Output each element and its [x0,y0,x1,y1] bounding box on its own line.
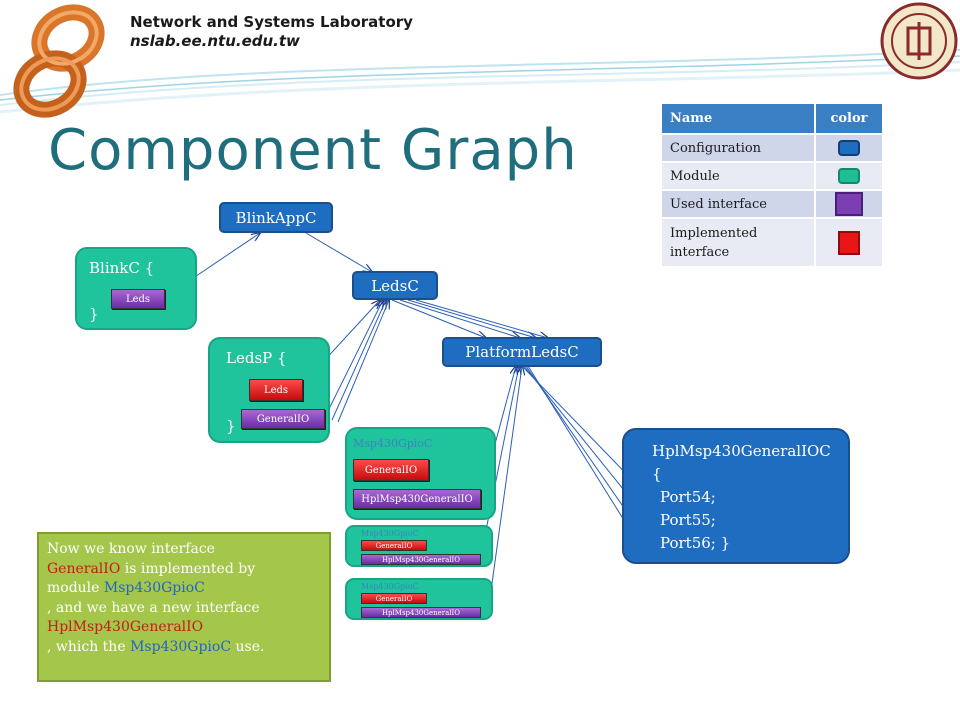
legend-label: Module [662,161,816,190]
msp430gpioc-generalio-implemented-interface[interactable]: GeneralIO [361,593,427,604]
legend-table: Name color Configuration Module Used int… [662,104,884,266]
msp430gpioc-module[interactable]: Msp430GpioC GeneralIO HplMsp430GeneralIO [345,525,493,567]
msp430gpioc-label: Msp430GpioC [361,582,419,591]
msp430gpioc-generalio-implemented-interface[interactable]: GeneralIO [353,459,429,481]
blinkappc-label: BlinkAppC [235,208,317,227]
infinity-logo-icon [13,4,105,118]
lab-url: nslab.ee.ntu.edu.tw [130,32,300,50]
ledsp-open: LedsP { [226,349,287,367]
legend-row-configuration: Configuration [662,133,884,162]
ledsp-close: } [226,417,236,435]
msp430gpioc-generalio-implemented-interface[interactable]: GeneralIO [361,540,427,551]
explanation-note: Now we know interface GeneralIO is imple… [37,532,331,682]
ledsc-configuration[interactable]: LedsC [352,271,438,300]
implemented-interface-swatch [838,230,860,255]
used-interface-swatch [835,192,863,216]
blinkc-leds-used-interface[interactable]: Leds [111,289,165,309]
msp430gpioc-hplmsp430generalio-used-interface[interactable]: HplMsp430GeneralIO [361,607,481,618]
msp430gpioc-hplmsp430generalio-used-interface[interactable]: HplMsp430GeneralIO [361,554,481,565]
msp430gpioc-hplmsp430generalio-used-interface[interactable]: HplMsp430GeneralIO [353,489,481,509]
hpl-port55: Port55; [660,511,716,529]
legend-label: Used interface [662,189,816,218]
platformledsc-configuration[interactable]: PlatformLedsC [442,337,602,367]
note-msp430gpioc: Msp430GpioC [103,580,205,596]
note-line-6-start: , which the [47,638,131,655]
note-line-6-rest: use. [231,638,265,655]
hpl-open-brace: { [652,465,662,483]
legend-label: Implemented interface [662,217,816,266]
legend-header-color: color [815,104,884,134]
note-line-4: , and we have a new interface [47,599,260,616]
ledsp-generalio-used-interface[interactable]: GeneralIO [241,409,325,429]
note-generalio: GeneralIO [47,560,121,577]
msp430gpioc-label: Msp430GpioC [361,529,419,538]
page-title: Component Graph [48,118,578,183]
university-seal-icon [880,2,958,80]
hpl-port56: Port56; } [660,534,731,552]
legend-header-name: Name [662,104,816,134]
blinkc-module[interactable]: BlinkC { } Leds [75,247,197,330]
note-msp430gpioc-2: Msp430GpioC [130,638,232,655]
note-hplmsp430generalio: HplMsp430GeneralIO [47,619,204,635]
legend-header-row: Name color [662,104,884,134]
note-line-2-rest: is implemented by [120,560,256,577]
note-line-1: Now we know interface [47,541,215,557]
msp430gpioc-module[interactable]: Msp430GpioC GeneralIO HplMsp430GeneralIO [345,427,496,520]
legend-label: Configuration [662,133,816,162]
note-line-3-start: module [47,580,104,596]
configuration-swatch [838,140,860,156]
msp430gpioc-label: Msp430GpioC [353,437,433,450]
blinkc-close: } [89,305,99,323]
ledsp-leds-implemented-interface[interactable]: Leds [249,379,303,401]
lab-name: Network and Systems Laboratory [130,13,413,31]
module-swatch [838,168,860,184]
hpl-title: HplMsp430GeneralIOC [652,442,831,460]
note-line-6: , which the Msp430GpioC use. [47,638,321,658]
header-swoosh [0,49,960,114]
note-line-2: GeneralIO is implemented by [47,560,321,580]
ledsc-label: LedsC [371,276,419,295]
legend-row-implemented-interface: Implemented interface [662,217,884,266]
legend-row-module: Module [662,161,884,190]
msp430gpioc-module[interactable]: Msp430GpioC GeneralIO HplMsp430GeneralIO [345,578,493,620]
note-line-3: module Msp430GpioC [47,579,321,599]
hpl-port54: Port54; [660,488,716,506]
platformledsc-label: PlatformLedsC [465,343,579,361]
blinkappc-configuration[interactable]: BlinkAppC [219,202,333,233]
blinkc-open: BlinkC { [89,259,155,277]
legend-row-used-interface: Used interface [662,189,884,218]
ledsp-module[interactable]: LedsP { } Leds GeneralIO [208,337,330,443]
hplmsp430generalioc-configuration[interactable]: HplMsp430GeneralIOC { Port54; Port55; Po… [622,428,850,564]
